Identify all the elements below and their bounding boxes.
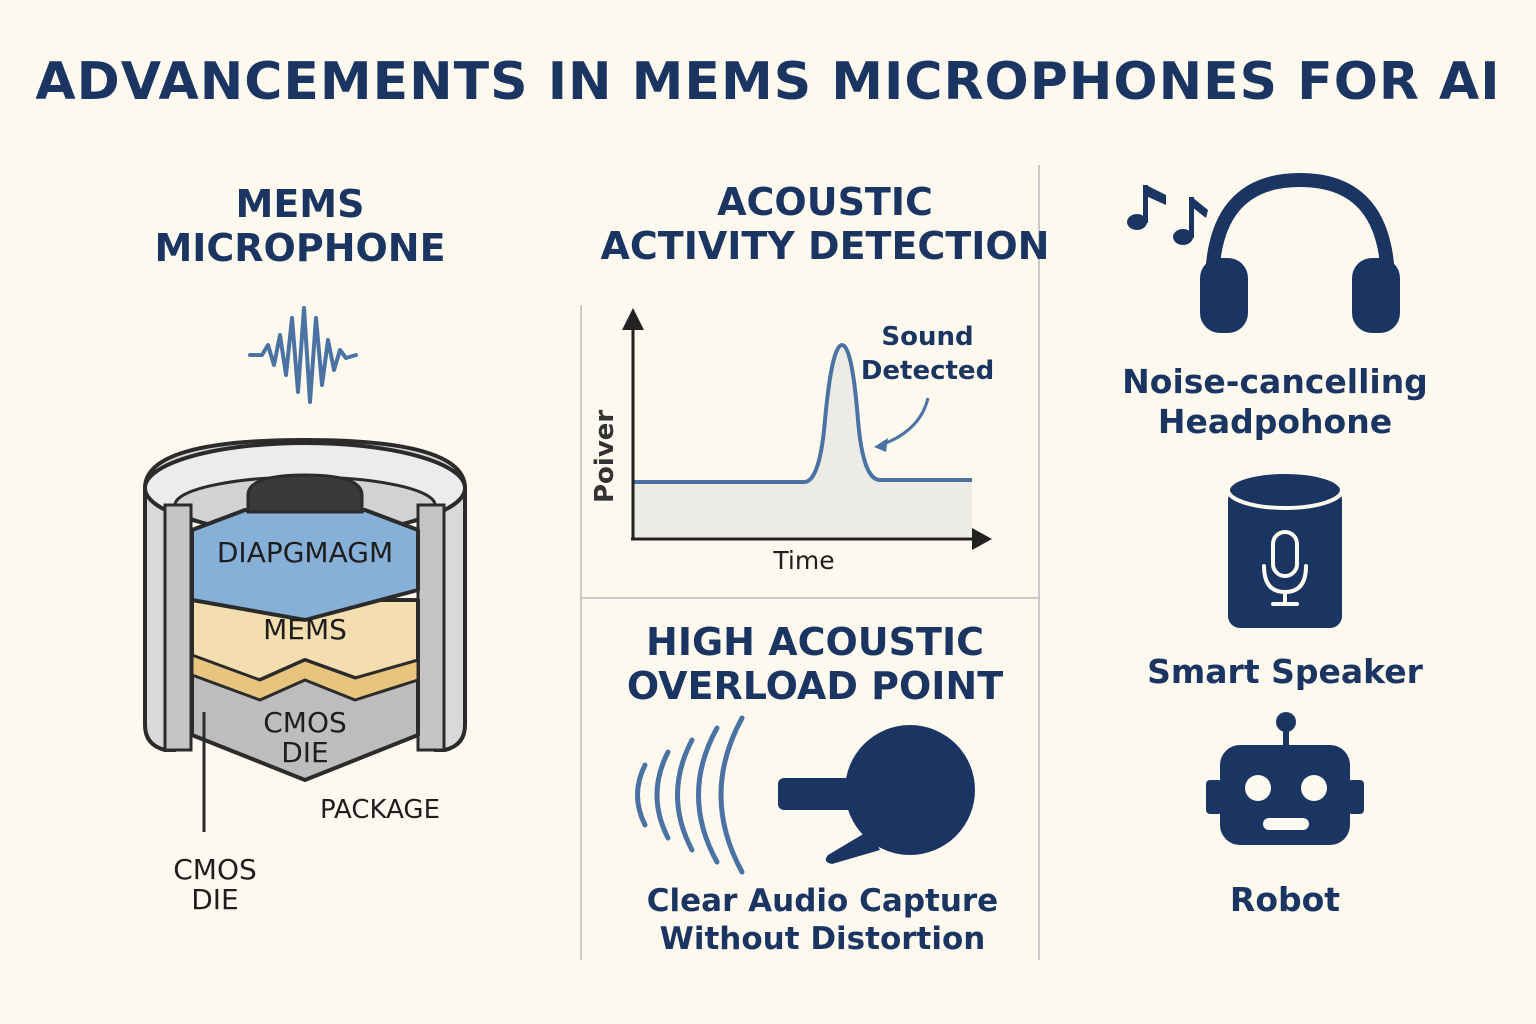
sound-waves-icon xyxy=(635,715,745,875)
cmos-layer-label: CMOS DIE xyxy=(192,708,418,768)
cmos-die-callout: CMOS DIE xyxy=(140,855,290,915)
aop-heading-line1: HIGH ACOUSTIC xyxy=(646,620,984,664)
mems-layer-label: MEMS xyxy=(263,613,347,646)
sound-wave-icon xyxy=(248,306,358,404)
mems-accent xyxy=(190,653,420,702)
microphone-capsule-icon xyxy=(778,725,975,864)
robot-icon xyxy=(1206,712,1364,845)
divider-right xyxy=(1038,165,1040,960)
aop-caption-line1: Clear Audio Capture xyxy=(646,883,999,919)
cmos-callout-line2: DIE xyxy=(191,883,239,916)
graph-fill xyxy=(633,345,972,537)
aad-heading: ACOUSTIC ACTIVITY DETECTION xyxy=(600,180,1050,268)
music-notes-icon xyxy=(1127,185,1208,245)
mems-heading: MEMS MICROPHONE xyxy=(130,182,470,270)
page-title: ADVANCEMENTS IN MEMS MICROPHONES FOR AI xyxy=(35,52,1501,112)
sound-detected-annotation: Sound Detected xyxy=(850,320,1005,388)
acoustic-port xyxy=(246,473,364,514)
y-axis-arrow xyxy=(622,308,644,330)
power-curve xyxy=(633,342,972,484)
aad-heading-line1: ACOUSTIC xyxy=(717,180,933,224)
headphone-label-line2: Headpohone xyxy=(1157,402,1393,441)
smart-speaker-label: Smart Speaker xyxy=(1147,652,1423,691)
annotation-line1: Sound xyxy=(881,322,974,352)
headphones-icon xyxy=(1200,172,1400,333)
cmos-callout-line1: CMOS xyxy=(173,853,257,886)
x-axis-label: Time xyxy=(773,546,835,575)
aad-heading-line2: ACTIVITY DETECTION xyxy=(600,224,1050,268)
smart-speaker-icon xyxy=(1226,470,1344,628)
robot-label: Robot xyxy=(1229,880,1341,919)
aop-caption: Clear Audio Capture Without Distortion xyxy=(620,882,1025,958)
mems-heading-line1: MEMS xyxy=(235,182,365,226)
aop-caption-line2: Without Distortion xyxy=(659,921,986,957)
annotation-line2: Detected xyxy=(860,356,995,386)
divider-middle xyxy=(582,597,1038,599)
cmos-layer-label-line2: DIE xyxy=(281,736,329,769)
aop-heading-line2: OVERLOAD POINT xyxy=(626,664,1004,708)
divider-left xyxy=(580,305,582,960)
mems-heading-line2: MICROPHONE xyxy=(154,226,446,270)
x-axis-arrow xyxy=(972,528,992,550)
aop-heading: HIGH ACOUSTIC OVERLOAD POINT xyxy=(590,620,1040,708)
headphone-label: Noise-cancelling Headpohone xyxy=(1090,362,1460,442)
diaphragm-label: DIAPGMAGM xyxy=(216,536,394,569)
headphone-label-line1: Noise-cancelling xyxy=(1122,362,1428,401)
cmos-layer-label-line1: CMOS xyxy=(263,706,347,739)
package-label: PACKAGE xyxy=(320,795,440,825)
